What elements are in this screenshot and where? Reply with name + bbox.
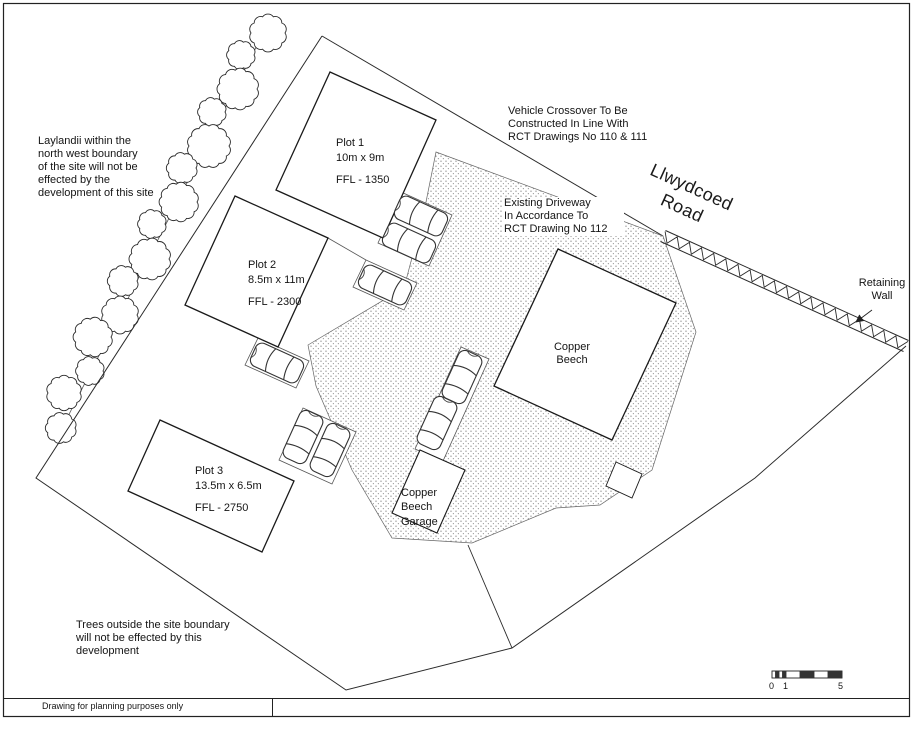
car-rear-window — [427, 209, 439, 233]
car-rear-window — [415, 236, 427, 260]
plot-1-ffl: FFL - 1350 — [336, 174, 390, 186]
car-front-detail — [307, 410, 320, 417]
tree-symbol — [75, 356, 105, 386]
laylandii-tree-row — [44, 13, 287, 444]
tree-symbol — [46, 374, 82, 412]
car-symbol — [357, 264, 413, 306]
plot-1-label: Plot 1 10m x 9m FFL - 1350 — [336, 137, 389, 186]
car-rear-window — [313, 456, 337, 468]
retaining-wall-leader-arrow — [855, 309, 873, 323]
footer-note: Drawing for planning purposes only — [42, 701, 184, 711]
plot-2-ffl: FFL - 2300 — [248, 296, 302, 308]
tree-symbol — [101, 295, 139, 335]
car-front-detail — [250, 346, 257, 359]
tree-symbol — [249, 13, 287, 53]
retaining-wall-hatch — [660, 230, 909, 352]
car-front-detail — [358, 268, 365, 281]
car-front-detail — [441, 396, 454, 403]
car-body — [416, 395, 458, 451]
car-windshield — [294, 424, 318, 437]
label-retaining-wall: Retaining Wall — [858, 277, 906, 302]
plot-2-label: Plot 2 8.5m x 11m FFL - 2300 — [248, 259, 305, 308]
drawing-frame — [2, 2, 911, 718]
tree-symbol — [137, 209, 167, 239]
scale-bar-fills — [775, 671, 842, 678]
plot-2-size: 8.5m x 11m — [248, 274, 305, 286]
tree-symbol — [226, 40, 256, 70]
parked-cars — [249, 195, 483, 478]
note-laylandii: Laylandii within the north west boundary… — [38, 135, 154, 199]
car-body — [381, 222, 437, 264]
note-trees-outside: Trees outside the site boundary will not… — [76, 619, 230, 657]
car-symbol — [309, 422, 351, 478]
tree-symbol — [197, 97, 227, 127]
copper-beech-label: Copper Beech — [553, 341, 591, 366]
car-body — [282, 409, 324, 465]
car-symbol — [282, 409, 324, 465]
car-rear-window — [391, 278, 403, 302]
car-symbol — [393, 195, 449, 237]
car-symbol — [416, 395, 458, 451]
scale-label-zero: 0 — [769, 681, 775, 691]
car-windshield — [428, 410, 452, 423]
houses — [127, 71, 677, 553]
car-symbol — [381, 222, 437, 264]
plot3-garden-line — [467, 544, 513, 649]
tree-symbol — [128, 237, 171, 281]
car-windshield — [396, 228, 409, 252]
car-body — [357, 264, 413, 306]
plot-1-name: Plot 1 — [336, 137, 365, 149]
tree-symbol — [158, 181, 199, 223]
tree-symbol — [216, 67, 259, 111]
plot2-bay-link-line — [327, 237, 367, 261]
car-rear-window — [286, 443, 310, 455]
car-rear-window — [445, 383, 469, 395]
house-plot-3 — [127, 419, 295, 553]
car-body — [249, 342, 305, 384]
plot-3-name: Plot 3 — [195, 465, 224, 477]
tree-symbol — [165, 152, 198, 184]
car-front-detail — [466, 350, 479, 357]
scale-bar — [771, 670, 843, 679]
copper-beech-porch — [605, 461, 643, 499]
car-windshield — [453, 364, 477, 377]
car-body — [393, 195, 449, 237]
house-copper-beech — [493, 248, 677, 441]
plot-1-size: 10m x 9m — [336, 152, 385, 164]
car-front-detail — [394, 199, 401, 212]
plot-3-label: Plot 3 13.5m x 6.5m FFL - 2750 — [195, 465, 262, 514]
tree-symbol — [187, 124, 231, 168]
car-symbol — [249, 342, 305, 384]
tree-symbol — [44, 412, 77, 444]
car-windshield — [264, 348, 277, 372]
garage-label: Copper Beech Garage — [401, 487, 438, 528]
car-windshield — [321, 437, 345, 450]
car-rear-window — [420, 429, 444, 441]
car-windshield — [372, 270, 385, 294]
wall-zigzag — [664, 231, 909, 349]
car-body — [309, 422, 351, 478]
car-front-detail — [334, 423, 347, 430]
car-rear-window — [283, 356, 295, 380]
note-vehicle-crossover: Vehicle Crossover To Be Constructed In L… — [508, 105, 648, 143]
tree-symbol — [72, 316, 113, 358]
tree-symbol — [106, 265, 139, 297]
boundary-outline — [35, 35, 907, 691]
car-windshield — [408, 201, 421, 225]
note-existing-driveway: Existing Driveway In Accordance To RCT D… — [502, 197, 624, 236]
plot-3-size: 13.5m x 6.5m — [195, 480, 262, 492]
house-plot-2 — [184, 195, 329, 348]
scale-label-one: 1 — [783, 681, 789, 691]
car-front-detail — [382, 226, 389, 239]
plot-2-name: Plot 2 — [248, 259, 277, 271]
copper-beech-garage-outline — [391, 449, 466, 534]
scale-label-five: 5 — [838, 681, 844, 691]
plot-3-ffl: FFL - 2750 — [195, 502, 249, 514]
